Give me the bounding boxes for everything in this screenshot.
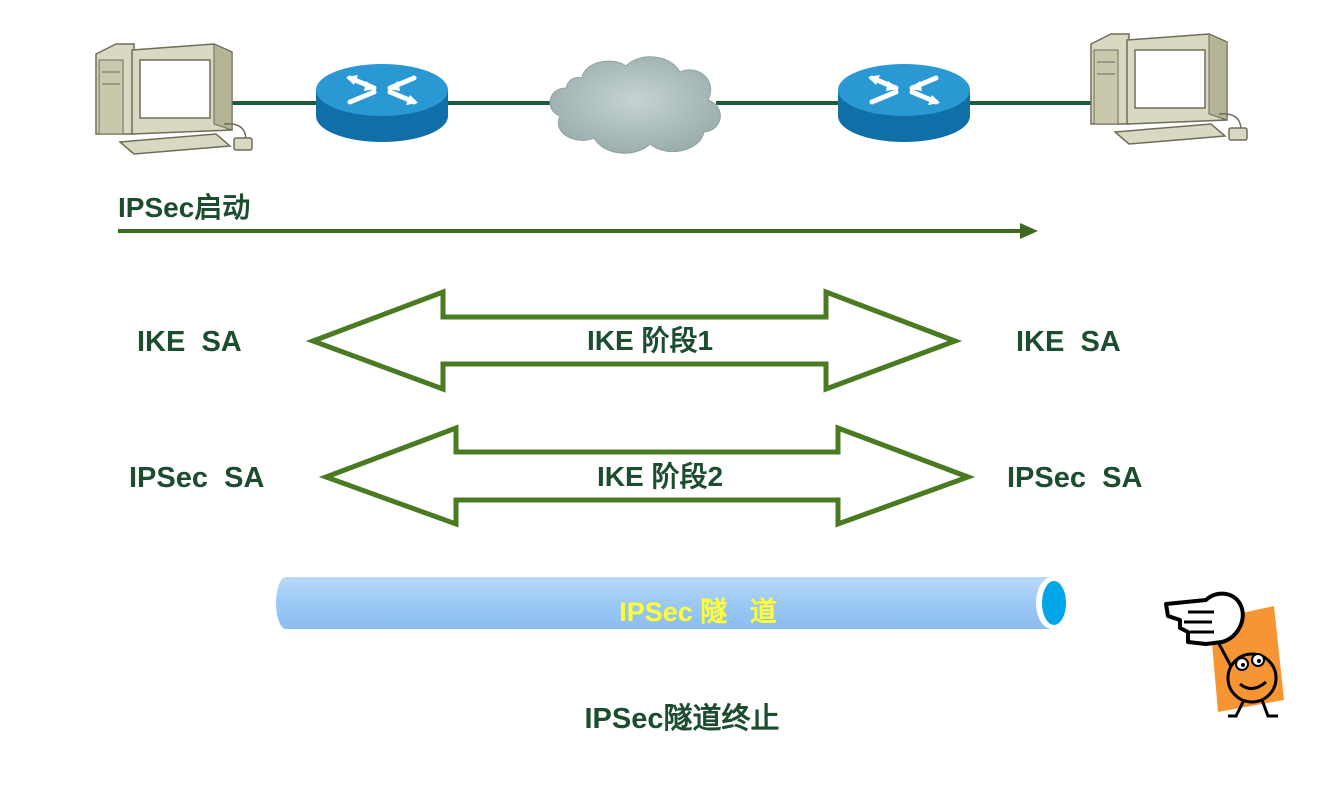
phase1-arrow-label: IKE 阶段1 [586,325,714,356]
phase1-double-arrow [305,288,963,393]
tunnel-label: IPSec 隧 道 [619,597,777,627]
computer-icon [95,43,253,155]
pointing-hand-icon [1164,591,1245,646]
phase2-right-sa-label: IPSec SA [1007,462,1143,494]
ipsec-start-label: IPSec启动 [118,192,251,223]
phase2-arrow-label: IKE 阶段2 [596,461,724,492]
ipsec-end-label: IPSec隧道终止 [584,703,780,735]
start-arrow [118,223,1038,239]
phase2-double-arrow [318,424,976,528]
phase2-left-sa-label: IPSec SA [129,462,265,494]
ipsec-tunnel [276,577,1068,629]
router-icon [316,64,448,142]
phase1-left-sa-label: IKE SA [137,326,242,358]
router-icon [838,64,970,142]
cloud-icon [549,56,721,154]
phase1-right-sa-label: IKE SA [1016,326,1121,358]
computer-icon [1090,33,1248,145]
